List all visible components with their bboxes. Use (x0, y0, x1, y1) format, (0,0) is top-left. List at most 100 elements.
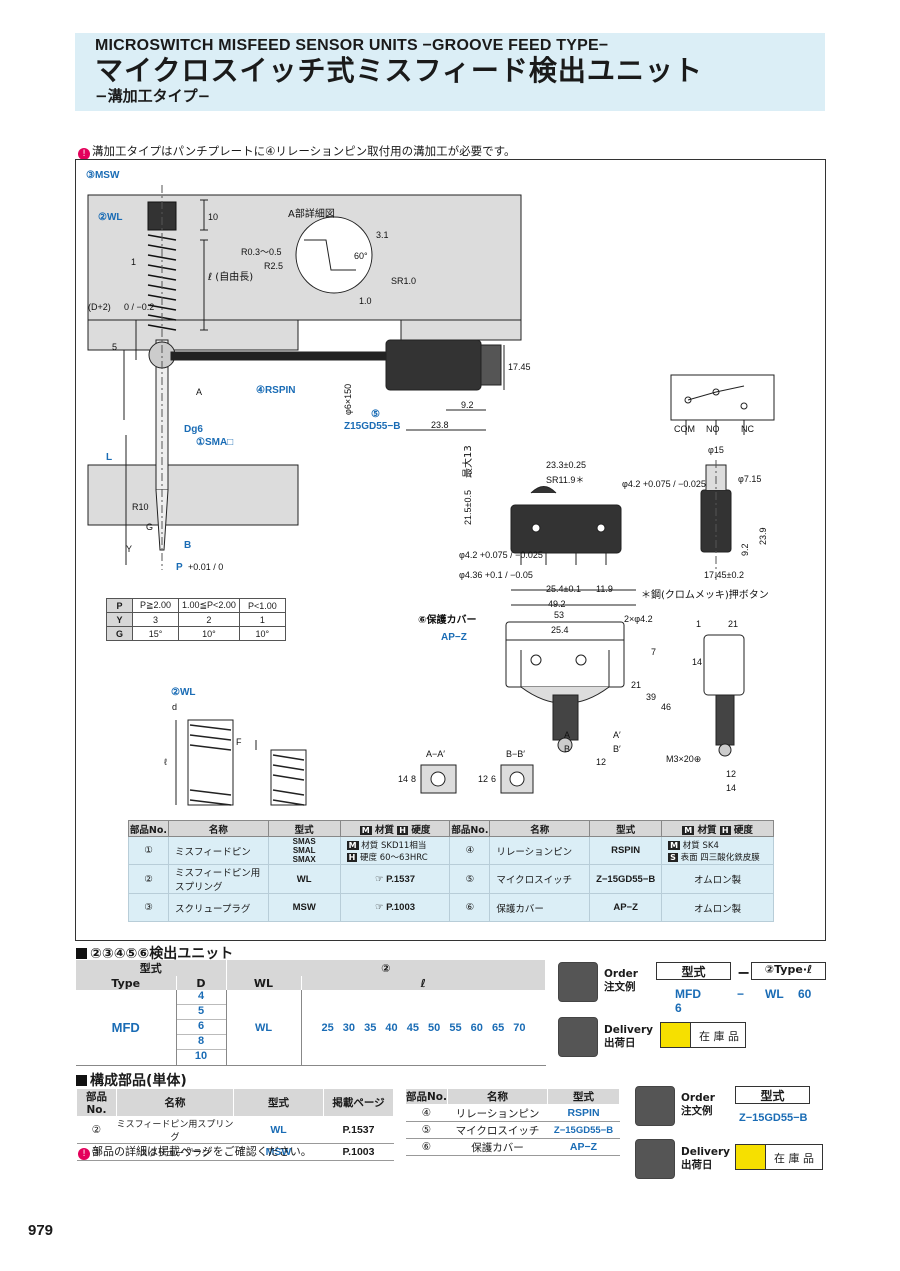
label-phi715: φ7.15 (738, 474, 761, 484)
detail-title: A部詳細図 (288, 207, 335, 220)
label-42b: φ4.2 +0.075 / −0.025 (459, 550, 543, 560)
cover-title: ⑥保護カバー (418, 613, 476, 626)
label-sixty: 60° (354, 251, 368, 261)
label-39: 39 (646, 692, 656, 702)
label-12c: 12 (478, 774, 488, 784)
label-8: 8 (411, 774, 416, 784)
label-sr1: SR1.0 (391, 276, 416, 286)
label-p-tol: +0.01 / 0 (188, 562, 223, 572)
table-row: ② ミスフィードピン用スプリング WL P.1537 ⑤ マイクロスイッチ Z−… (128, 864, 774, 894)
label-msw: ③MSW (86, 170, 120, 181)
label-12: 12 (596, 757, 606, 767)
label-bb: B−B′ (506, 749, 525, 759)
box-icon (661, 1023, 691, 1047)
label-y: Y (126, 544, 132, 554)
label-492: 49.2 (548, 599, 566, 609)
cover-name: AP−Z (441, 632, 467, 643)
label-53: 53 (554, 610, 564, 620)
label-b: B (184, 540, 191, 551)
label-12b: 12 (726, 769, 736, 779)
foot-note: !部品の詳細は掲載ページをご確認ください。 (78, 1143, 312, 1160)
label-free-length: ℓ (自由長) (208, 270, 253, 283)
pin-mark-icon: ! (78, 148, 90, 160)
label-dg6: Dg6 (184, 424, 203, 435)
technical-drawing: ③MSW ②WL ④RSPIN ①SMA□ 1 (D+2) 0 / −0.2 5… (86, 170, 775, 806)
drawing-frame: ③MSW ②WL ④RSPIN ①SMA□ 1 (D+2) 0 / −0.2 5… (75, 159, 826, 941)
label-aa: A−A′ (426, 749, 445, 759)
stock-badge: 在 庫 品 (735, 1144, 823, 1170)
label-ten: 10 (208, 212, 218, 222)
label-sr119: SR11.9＊ (546, 475, 584, 485)
label-phi6: φ6×150 (343, 384, 353, 415)
label-92b: 9.2 (740, 543, 750, 556)
label-one0: 1.0 (359, 296, 372, 306)
label-254: 25.4±0.1 (546, 584, 581, 594)
label-a-prime: A′ (613, 730, 621, 740)
header-banner: MICROSWITCH MISFEED SENSOR UNITS −GROOVE… (75, 33, 825, 111)
title-jp: マイクロスイッチ式ミスフィード検出ユニット (95, 54, 703, 87)
label-1745b: 17.45±0.2 (704, 570, 744, 580)
label-1: 1 (696, 619, 701, 629)
label-14c: 14 (398, 774, 408, 784)
phone-icon (558, 962, 598, 1002)
stock-badge: 在 庫 品 (660, 1022, 746, 1048)
unit-selection-table: 型式 ② Type D WL ℓ MFD 4 5 6 8 10 WL 25 30… (76, 960, 546, 1066)
note-text: 溝加工タイプはパンチプレートに④リレーションピン取付用の溝加工が必要です。 (92, 144, 516, 158)
label-21: 21 (631, 680, 641, 690)
label-119: 11.9 (596, 584, 613, 594)
label-l: L (106, 452, 112, 463)
label-m3: M3×20⊕ (666, 754, 701, 764)
label-z15-name: Z15GD55−B (344, 421, 400, 432)
label-238: 23.8 (431, 420, 449, 430)
label-phi15: φ15 (708, 445, 724, 455)
label-d1: 1 (131, 257, 136, 267)
label-14b: 14 (726, 783, 736, 793)
lower-plate (87, 464, 299, 526)
unit-section-title: ②③④⑤⑥検出ユニット (76, 943, 233, 963)
label-b-prime: B′ (613, 744, 621, 754)
label-d2-tol: 0 / −0.2 (124, 302, 154, 312)
label-46: 46 (661, 702, 671, 712)
pin-mark-icon: ! (78, 1148, 90, 1160)
label-phi42x2: 2×φ4.2 (624, 614, 653, 624)
groove-note: !溝加工タイプはパンチプレートに④リレーションピン取付用の溝加工が必要です。 (78, 143, 516, 160)
label-a-s: A (564, 730, 570, 740)
label-b-s: B (564, 744, 570, 754)
label-d2: (D+2) (88, 302, 111, 312)
label-p: P (176, 562, 183, 573)
table-row: ③ スクリュープラグ MSW P.1003 ⑥ 保護カバー AP−Z オムロン製 (128, 893, 774, 922)
title-en: MICROSWITCH MISFEED SENSOR UNITS −GROOVE… (95, 37, 609, 54)
label-r25: R2.5 (264, 261, 283, 271)
truck-icon (635, 1139, 675, 1179)
label-r10: R10 (132, 502, 149, 512)
truck-icon (558, 1017, 598, 1057)
label-21b: 21 (728, 619, 738, 629)
label-wl: ②WL (98, 212, 123, 223)
label-215: 21.5±0.5 (463, 490, 473, 525)
label-42: φ4.2 +0.075 / −0.025 (622, 479, 706, 489)
label-no: NO (706, 424, 720, 434)
label-g: G (146, 522, 153, 532)
page-number: 979 (28, 1222, 54, 1239)
label-254b: 25.4 (551, 625, 569, 635)
label-f: F (236, 737, 242, 747)
label-14: 14 (692, 657, 702, 667)
label-7: 7 (651, 647, 656, 657)
label-6: 6 (491, 774, 496, 784)
label-13: 最大13 (461, 445, 474, 478)
label-a: A (196, 387, 202, 397)
label-rspin: ④RSPIN (256, 385, 296, 396)
steel-note: ＊鋼(クロムメッキ)押ボタン (641, 588, 769, 601)
subtitle-jp: −溝加工タイプ− (95, 87, 211, 105)
label-sma: ①SMA□ (196, 437, 233, 448)
phone-icon (635, 1086, 675, 1126)
